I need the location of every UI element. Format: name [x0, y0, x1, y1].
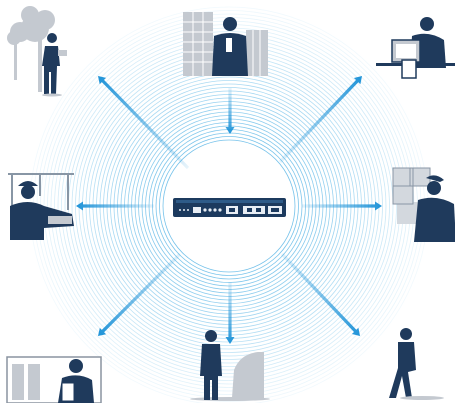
person-with-tablet-outdoors-icon	[7, 6, 67, 97]
worker-with-boxes-icon	[392, 167, 455, 242]
person-beside-car-icon	[190, 330, 270, 401]
person-on-phone-city-icon	[183, 12, 268, 76]
arrow-to-bottom-right	[280, 252, 360, 336]
arrow-to-top-right	[278, 76, 362, 164]
arrow-from-top	[225, 88, 235, 134]
arrows	[76, 76, 382, 344]
person-at-desk-pc-icon	[376, 17, 455, 79]
arrow-to-bottom-left	[98, 252, 182, 336]
arrow-to-right	[302, 201, 382, 211]
worker-with-hardhat-icon	[8, 173, 74, 240]
arrow-to-top-left	[98, 76, 190, 170]
person-walking-phone-icon	[389, 328, 444, 400]
network-device-icon	[173, 198, 286, 217]
signal-ring	[159, 136, 299, 276]
arrow-to-bottom	[225, 282, 235, 344]
arrow-to-left	[76, 201, 154, 211]
person-with-document-icon	[6, 356, 102, 403]
signal-ring	[162, 139, 296, 273]
